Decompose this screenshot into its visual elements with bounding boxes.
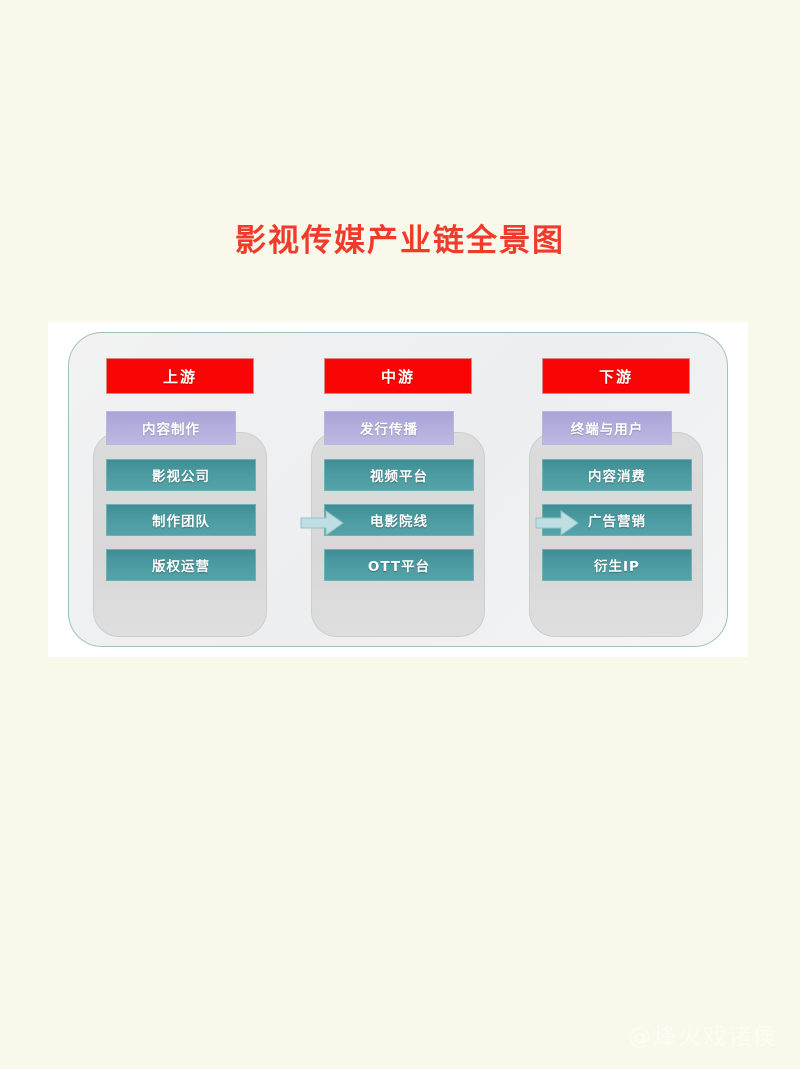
chain-column-upstream[interactable]: 上游 内容制作 影视公司 制作团队 版权运营 (90, 332, 270, 637)
item-list-upstream: 影视公司 制作团队 版权运营 (106, 459, 256, 581)
page-title: 影视传媒产业链全景图 (235, 223, 565, 259)
category-label-upstream[interactable]: 内容制作 (106, 411, 236, 445)
item-box[interactable]: 制作团队 (106, 504, 256, 536)
category-label-downstream[interactable]: 终端与用户 (542, 411, 672, 445)
group-box-midstream: 发行传播 视频平台 电影院线 OTT平台 (311, 411, 485, 637)
diagram-panel: 上游 内容制作 影视公司 制作团队 版权运营 中游 发行传播 视频平台 电影院线… (48, 322, 748, 657)
item-box[interactable]: 视频平台 (324, 459, 474, 491)
item-box[interactable]: 衍生IP (542, 549, 692, 581)
group-box-upstream: 内容制作 影视公司 制作团队 版权运营 (93, 411, 267, 637)
stage-header-upstream[interactable]: 上游 (106, 358, 254, 394)
category-label-midstream[interactable]: 发行传播 (324, 411, 454, 445)
item-box[interactable]: OTT平台 (324, 549, 474, 581)
item-list-midstream: 视频平台 电影院线 OTT平台 (324, 459, 474, 581)
item-box[interactable]: 内容消费 (542, 459, 692, 491)
watermark: @烽火戏诸侯 (628, 1024, 778, 1050)
chain-column-downstream[interactable]: 下游 终端与用户 内容消费 广告营销 衍生IP (526, 332, 706, 637)
stage-header-downstream[interactable]: 下游 (542, 358, 690, 394)
chain-column-midstream[interactable]: 中游 发行传播 视频平台 电影院线 OTT平台 (308, 332, 488, 637)
value-chain-columns: 上游 内容制作 影视公司 制作团队 版权运营 中游 发行传播 视频平台 电影院线… (68, 332, 728, 647)
arrow-right-icon (534, 508, 580, 538)
stage-header-midstream[interactable]: 中游 (324, 358, 472, 394)
item-box[interactable]: 电影院线 (324, 504, 474, 536)
item-box[interactable]: 版权运营 (106, 549, 256, 581)
group-box-downstream: 终端与用户 内容消费 广告营销 衍生IP (529, 411, 703, 637)
arrow-right-icon (299, 508, 345, 538)
item-box[interactable]: 影视公司 (106, 459, 256, 491)
